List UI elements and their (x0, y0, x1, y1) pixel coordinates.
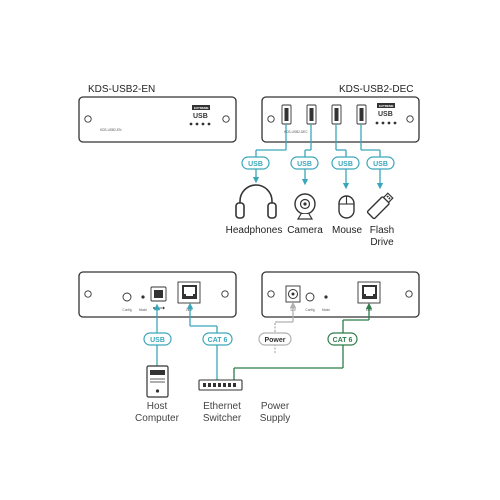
usb-pill-headphones: USB (241, 156, 270, 170)
peripheral-label-headphones: Headphones (226, 225, 283, 236)
power-pill: Power (258, 332, 292, 346)
link-rj45-port[interactable] (177, 281, 201, 304)
svg-text:USB: USB (297, 161, 312, 168)
decoder-led-row (375, 121, 397, 125)
led (189, 122, 193, 126)
cat6-pill-encoder: CAT 6 (202, 332, 233, 346)
usb-pill-host: USB (143, 332, 172, 346)
led (387, 121, 391, 125)
decoder-panel-text: KDS-USB2-DEC (284, 130, 308, 134)
link-rj45-port[interactable] (357, 281, 381, 304)
usb-port-2[interactable] (306, 104, 317, 125)
led (201, 122, 205, 126)
peripheral-label-drive: Drive (370, 237, 394, 248)
ethernet-switch-icon (198, 379, 243, 391)
led (375, 121, 379, 125)
encoder-rear-panel: Config Mode Link (78, 271, 237, 318)
led (381, 121, 385, 125)
svg-text:USB: USB (248, 161, 263, 168)
svg-text:EXTREME: EXTREME (194, 106, 209, 110)
encoder-front-panel: KDS-USB2-EN EXTREME USB (78, 96, 237, 143)
usb-b-port[interactable] (150, 286, 167, 302)
power-jack[interactable] (285, 285, 301, 303)
host-computer-icon (146, 365, 169, 398)
mount-hole-left (84, 290, 92, 298)
mode-led (141, 295, 145, 299)
endpoint-label-computer: Computer (135, 413, 180, 424)
peripheral-label-mouse: Mouse (332, 225, 362, 236)
mode-led (324, 295, 328, 299)
extreme-usb-badge: EXTREME USB (377, 103, 395, 118)
svg-text:CAT 6: CAT 6 (333, 337, 353, 344)
config-button[interactable] (122, 292, 132, 302)
mount-hole-left (267, 115, 275, 123)
svg-text:EXTREME: EXTREME (379, 104, 394, 108)
usb-port-1[interactable] (281, 104, 292, 125)
mount-hole-right (405, 290, 413, 298)
svg-text:USB: USB (193, 113, 208, 120)
port-label-config: Config (305, 308, 314, 312)
endpoint-label-supply: Supply (260, 413, 291, 424)
endpoint-label-ethernet: Ethernet (203, 401, 241, 412)
mount-hole-left (84, 115, 92, 123)
decoder-rear-panel: 12V Config Mode Link (261, 271, 420, 318)
usb-pill-flash-drive: USB (366, 156, 395, 170)
endpoint-label-power: Power (261, 401, 290, 412)
encoder-led-row (189, 122, 211, 126)
encoder-panel-text: KDS-USB2-EN (100, 128, 122, 132)
led (393, 121, 397, 125)
port-label-link: Link (186, 308, 192, 312)
usb-port-4[interactable] (356, 104, 367, 125)
mount-hole-right (222, 115, 230, 123)
encoder-title: KDS-USB2-EN (88, 84, 155, 95)
usb-pill-camera: USB (290, 156, 319, 170)
svg-text:USB: USB (338, 161, 353, 168)
mouse-icon (338, 195, 355, 219)
peripheral-label-flash: Flash (370, 225, 394, 236)
endpoint-label-switcher: Switcher (203, 413, 242, 424)
decoder-front-panel: KDS-USB2-DEC EXTREME USB (261, 96, 420, 143)
flash-drive-icon (366, 192, 394, 220)
mount-hole-right (221, 290, 229, 298)
usb-pill-mouse: USB (331, 156, 360, 170)
config-button[interactable] (305, 292, 315, 302)
extreme-usb-badge: EXTREME USB (192, 105, 210, 120)
port-label-mode: Mode (322, 308, 330, 312)
led (195, 122, 199, 126)
usb-port-3[interactable] (331, 104, 342, 125)
svg-text:USB: USB (378, 111, 393, 118)
port-label-mode: Mode (139, 308, 147, 312)
decoder-title: KDS-USB2-DEC (339, 84, 413, 95)
mount-hole-right (406, 115, 414, 123)
svg-text:USB: USB (373, 161, 388, 168)
mount-hole-left (267, 290, 275, 298)
svg-text:Power: Power (264, 337, 285, 344)
headphones-icon (235, 184, 277, 219)
endpoint-label-host: Host (147, 401, 168, 412)
port-label-config: Config (122, 308, 131, 312)
led (207, 122, 211, 126)
peripheral-label-camera: Camera (287, 225, 323, 236)
camera-icon (294, 193, 316, 220)
svg-text:USB: USB (150, 337, 165, 344)
svg-text:CAT 6: CAT 6 (208, 337, 228, 344)
cat6-pill-decoder: CAT 6 (327, 332, 358, 346)
